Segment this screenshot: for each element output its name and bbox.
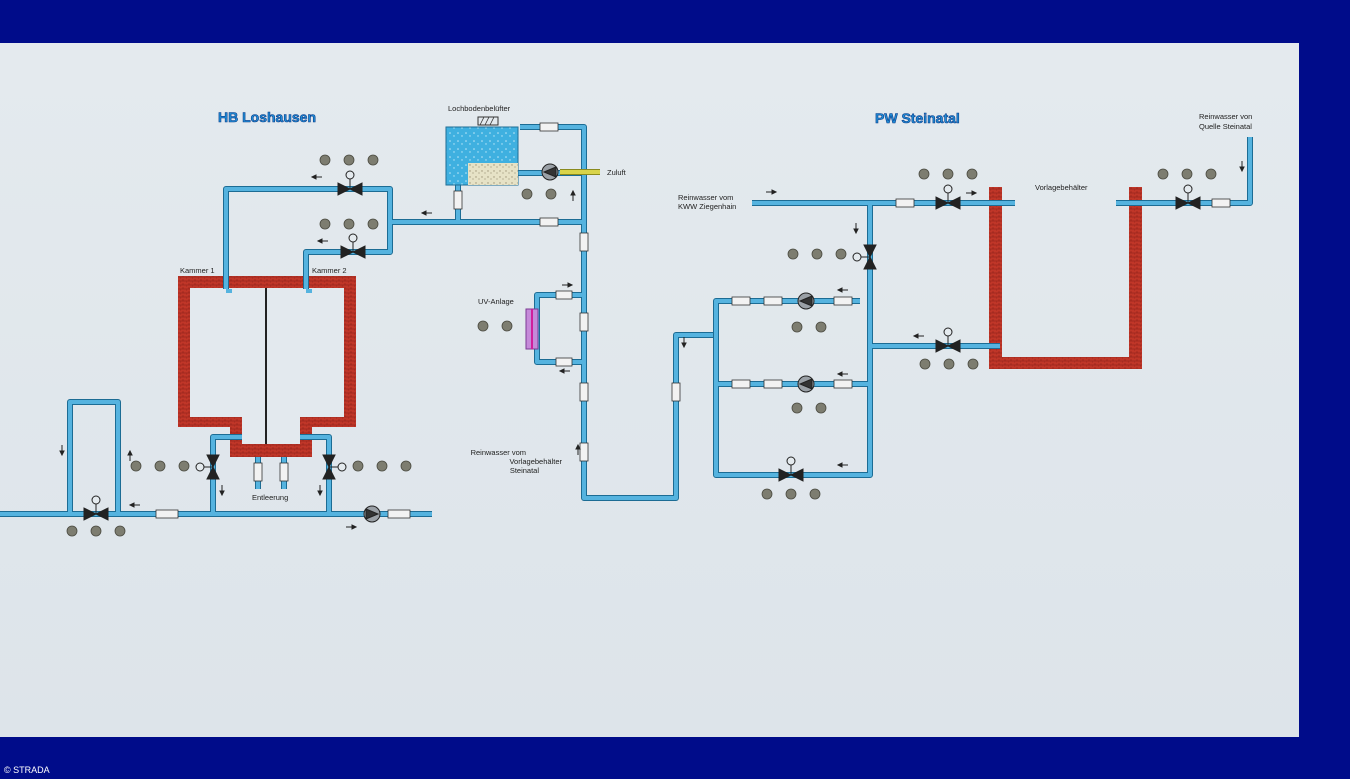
label-uv-anlage: UV-Anlage (478, 297, 514, 306)
tank-hb-loshausen (178, 276, 356, 457)
valve-icon (935, 184, 961, 210)
valve-icon (340, 233, 366, 259)
pipes-right (713, 137, 1253, 478)
tank-vorlagebehaelter (989, 187, 1142, 369)
label-vorlagebehaelter: Vorlagebehälter (1035, 183, 1088, 192)
label-kammer-1: Kammer 1 (180, 266, 215, 275)
valve-icon (1175, 184, 1201, 210)
valve-icon (337, 170, 363, 196)
valve-icon (935, 327, 961, 353)
label-zuluft: Zuluft (607, 168, 627, 177)
status-indicators (66, 154, 1217, 537)
copyright-text: © STRADA (4, 765, 50, 775)
pumps (363, 163, 815, 523)
pump-icon (797, 375, 815, 393)
label-rw-kww-1: Reinwasser vom (678, 193, 733, 202)
valve-icon (195, 454, 220, 480)
valve-icon (83, 495, 109, 521)
flow-arrows (59, 161, 1245, 530)
process-diagram: HB Loshausen PW Steinatal Kammer 1 Kamme… (0, 104, 1253, 537)
fittings (155, 122, 1231, 519)
label-rw-kww-2: KWW Ziegenhain (678, 202, 736, 211)
label-lochbodenbelueftung: Lochbodenbelüfter (448, 104, 511, 113)
pump-icon (363, 505, 381, 523)
label-rw-vorlage-1: Reinwasser vom (471, 448, 526, 457)
pump-icon (797, 292, 815, 310)
uv-anlage (525, 308, 539, 350)
valve-icon (778, 456, 804, 482)
label-rw-vorlage-3: Steinatal (510, 466, 540, 475)
label-kammer-2: Kammer 2 (312, 266, 347, 275)
lochbodenbelueftung-tank (445, 116, 519, 186)
title-pw-steinatal: PW Steinatal (875, 110, 960, 126)
label-rw-vorlage-2: Vorlagebehälter (509, 457, 562, 466)
pump-icon (541, 163, 559, 181)
label-entleerung: Entleerung (252, 493, 288, 502)
valve-icon (322, 454, 347, 480)
motor-valves (83, 170, 1201, 521)
diagram-panel: HB Loshausen PW Steinatal Kammer 1 Kamme… (0, 43, 1299, 737)
label-rw-quelle-1: Reinwasser von (1199, 112, 1252, 121)
valve-icon (852, 244, 877, 270)
title-hb-loshausen: HB Loshausen (218, 109, 316, 125)
label-rw-quelle-2: Quelle Steinatal (1199, 122, 1252, 131)
